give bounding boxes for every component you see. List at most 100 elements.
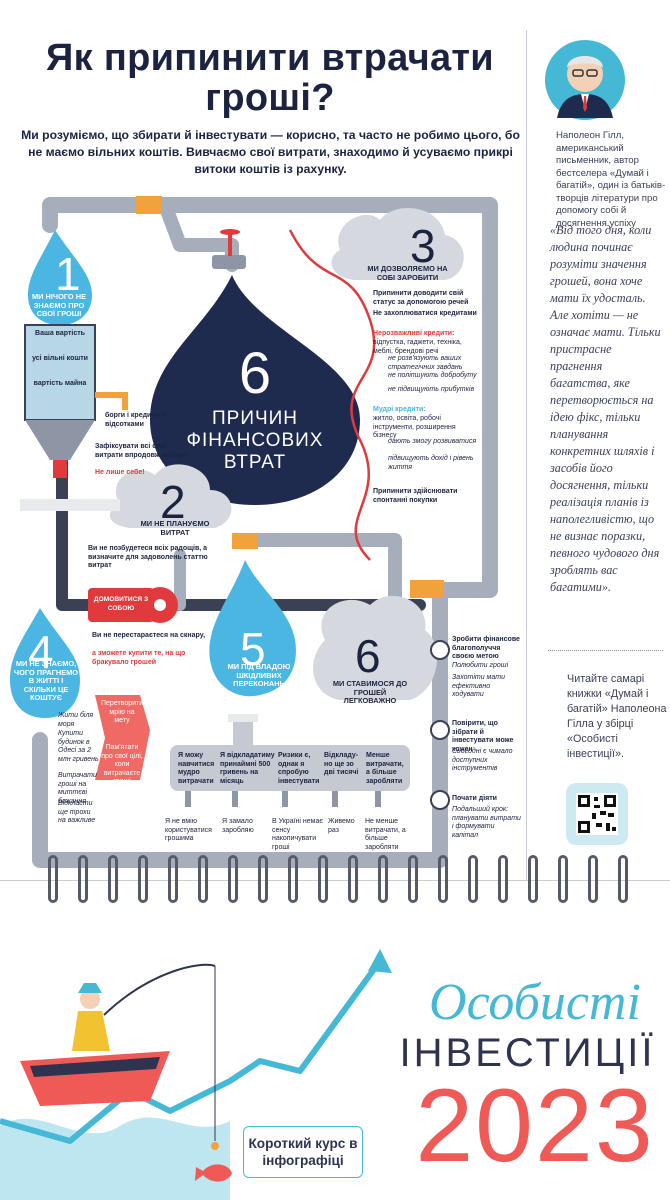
spiral-ring [378, 855, 388, 903]
r3-bad-list: відпустка, гаджети, техніка, меблі, брен… [373, 339, 462, 355]
r6-step-2: Повірити, що зібрати й інвестувати може … [452, 720, 514, 753]
sidebar [526, 30, 670, 880]
read-more-text: Читайте самарі книжки «Думай і багатій» … [567, 673, 667, 760]
pipe-joint [232, 533, 258, 549]
r5-wrong-1: Я не вмію користуватися грошима [165, 818, 212, 842]
spiral-ring [438, 855, 448, 903]
svg-text:5: 5 [240, 623, 266, 675]
r3-minus-2: не поліпшують добробуту [388, 372, 477, 379]
reason-3-label: МИ ДОЗВОЛЯЄМО НА СОБІ ЗАРОБИТИ [367, 264, 448, 282]
r6-step-1c: Захотіти мати ефективно ходувати [452, 674, 505, 698]
spiral-ring [558, 855, 568, 903]
reason-6-label: МИ СТАВИМОСЯ ДО ГРОШЕЙ ЛЕГКОВАЖНО [332, 679, 408, 706]
divider [548, 650, 663, 651]
page-subtitle: Ми розуміємо, що збирати й інвестувати —… [21, 128, 520, 176]
spiral-ring [258, 855, 268, 903]
r6-step-3: Почати діяти [452, 795, 497, 802]
reason-4-label: МИ НЕ ЗНАЄМО, ЧОГО ПРАГНЕМО В ЖИТТІ І СК… [13, 659, 79, 703]
r6-step-1b: Полюбити гроші [452, 662, 509, 669]
plan-note-2b: а зможете купити те, на що бракувало гро… [92, 650, 186, 666]
spiral-ring [588, 855, 598, 903]
spiral-ring [48, 855, 58, 903]
svg-text:2: 2 [160, 476, 186, 528]
r5-wrong-3: В Україні немає сенсу накопичувати гроші [272, 818, 323, 851]
r3-minus-3: не підвищують прибутків [388, 386, 475, 393]
reason-5-label: МИ ПІД ВЛАДОЮ ШКІДЛИВИХ ПЕРЕКОНАНЬ [227, 662, 291, 689]
spiral-ring [408, 855, 418, 903]
r6-step-2b: Сьогодні є чимало доступних інструментів [452, 748, 513, 772]
r5-belief-5: Менше витрачати, а більше заробляти [366, 752, 404, 785]
central-number: 6 [238, 341, 272, 406]
author-quote: «Від того дня, коли людина починає розум… [550, 223, 661, 594]
tank-top: Ваша вартість [35, 330, 85, 337]
infographic-page: Як припинити втрачати гроші? Ми розумієм… [10, 30, 670, 880]
plan-note-1: Ви не позбудетеся всіх радощів, а визнач… [88, 545, 208, 569]
valve-label: ДОМОВИТИСЯ З СОБОЮ [93, 596, 149, 612]
tank-mid: усі вільні кошти [32, 355, 88, 362]
spiral-ring [108, 855, 118, 903]
course-label: Короткий курс в інфографіці [243, 1126, 363, 1178]
r4-list-2: Купити будинок в Одесі за 2 млн гривень [58, 730, 99, 763]
pipe-illustration: 1 2 3 4 5 6 [10, 196, 498, 868]
r3-wise-list: житло, освіта, робочі інструменти, розши… [373, 415, 456, 439]
fix-note: Зафіксувати всі свої витрати впродовж мі… [95, 443, 188, 459]
svg-text:4: 4 [28, 626, 54, 678]
central-title-1: ПРИЧИН [211, 408, 299, 429]
r5-belief-1: Я можу навчитися мудро витрачати [178, 752, 215, 785]
page-title: Як припинити втрачати гроші? [46, 37, 494, 119]
spiral-ring [318, 855, 328, 903]
cover-illustration [0, 949, 392, 1200]
tank-bottom: вартість майна [33, 380, 87, 387]
spiral-ring [528, 855, 538, 903]
central-title-3: ВТРАТ [223, 452, 287, 473]
r5-wrong-4: Живемо раз [328, 818, 355, 834]
r3-wise: Мудрі кредити: [373, 406, 426, 413]
r3-bad-credits: Нерозважливі кредити: [373, 330, 455, 337]
reason-1-label: МИ НІЧОГО НЕ ЗНАЄМО ПРО СВОЇ ГРОШІ [31, 292, 86, 319]
spiral-ring [618, 855, 628, 903]
fix-note-red: Не лише себе! [95, 469, 145, 476]
cover-year: 2023 [415, 1068, 655, 1184]
spiral-ring [348, 855, 358, 903]
reason-2-label: МИ НЕ ПЛАНУЄМО ВИТРАТ [140, 519, 210, 537]
pipe-joint [410, 580, 444, 598]
spiral-ring [138, 855, 148, 903]
r3-impulse: Припинити здійснювати спонтанні покупки [373, 488, 458, 504]
qr-code-icon [576, 793, 618, 835]
r4-valve-top: Перетворити мрію на мету [101, 700, 144, 724]
spiral-ring [468, 855, 478, 903]
cover-title-1: Особисті [429, 974, 641, 1031]
spiral-ring [198, 855, 208, 903]
r5-wrong-2: Я замало заробляю [222, 818, 254, 834]
svg-text:6: 6 [355, 630, 381, 682]
r5-wrong-5: Не менше витрачати, а більше заробляти [365, 818, 406, 851]
r5-belief-4: Відкладу-но ще зо дві тисячі [324, 752, 359, 776]
r5-belief-2: Я відкладатиму принаймні 500 гривень на … [220, 752, 275, 785]
cover-title-2: ІНВЕСТИЦІЇ [399, 1031, 656, 1075]
svg-text:1: 1 [55, 248, 81, 300]
author-description: Наполеон Гілл, американський письменник,… [556, 130, 666, 229]
qr-code[interactable] [566, 783, 628, 845]
r4-list-3: Витрачати гроші на миттєві бажання [58, 772, 97, 805]
r3-no-credit: Не захоплюватися кредитами [373, 310, 477, 317]
r6-step-1: Зробити фінансове благополуччя своєю мет… [452, 636, 520, 660]
r4-list-1: Жити біля моря [58, 712, 94, 728]
pipe-joint [136, 196, 162, 214]
spiral-ring [498, 855, 508, 903]
r4-valve-bottom: Пам'ятати про свої цілі, коли витрачаєте… [101, 744, 143, 785]
central-drop [150, 275, 360, 505]
calendar-cover: Особисті ІНВЕСТИЦІЇ 2023 Короткий курс в… [0, 855, 670, 1200]
spiral-ring [78, 855, 88, 903]
r5-belief-3: Ризики є, однак я спробую інвестувати [278, 752, 320, 785]
r3-stop: Припинити доводити свій статус за допомо… [373, 290, 469, 306]
spiral-ring [168, 855, 178, 903]
valve-red [88, 588, 154, 622]
tap-note: борги і кредити з відсотками [105, 412, 165, 428]
r3-minus-1: не розв'язують ваших стратегічних завдан… [388, 355, 463, 371]
plan-note-2a: Ви не перестараєтеся на скнару, [92, 632, 206, 639]
r3-plus-2: підвищують дохід і рівень життя [388, 455, 474, 471]
author-portrait [545, 40, 625, 120]
r4-list-4: Відкласти ще трохи на важливе [58, 800, 96, 824]
spiral-ring [288, 855, 298, 903]
r3-plus-1: дають змогу розвиватися [388, 438, 477, 445]
